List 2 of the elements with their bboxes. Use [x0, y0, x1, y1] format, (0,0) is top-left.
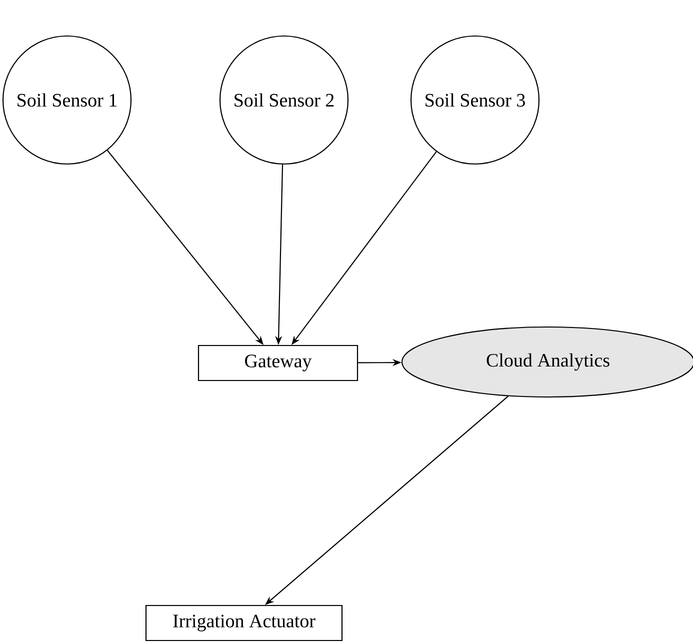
process-box: Gateway	[198, 344, 358, 382]
process-box: Irrigation Actuator	[145, 604, 343, 642]
